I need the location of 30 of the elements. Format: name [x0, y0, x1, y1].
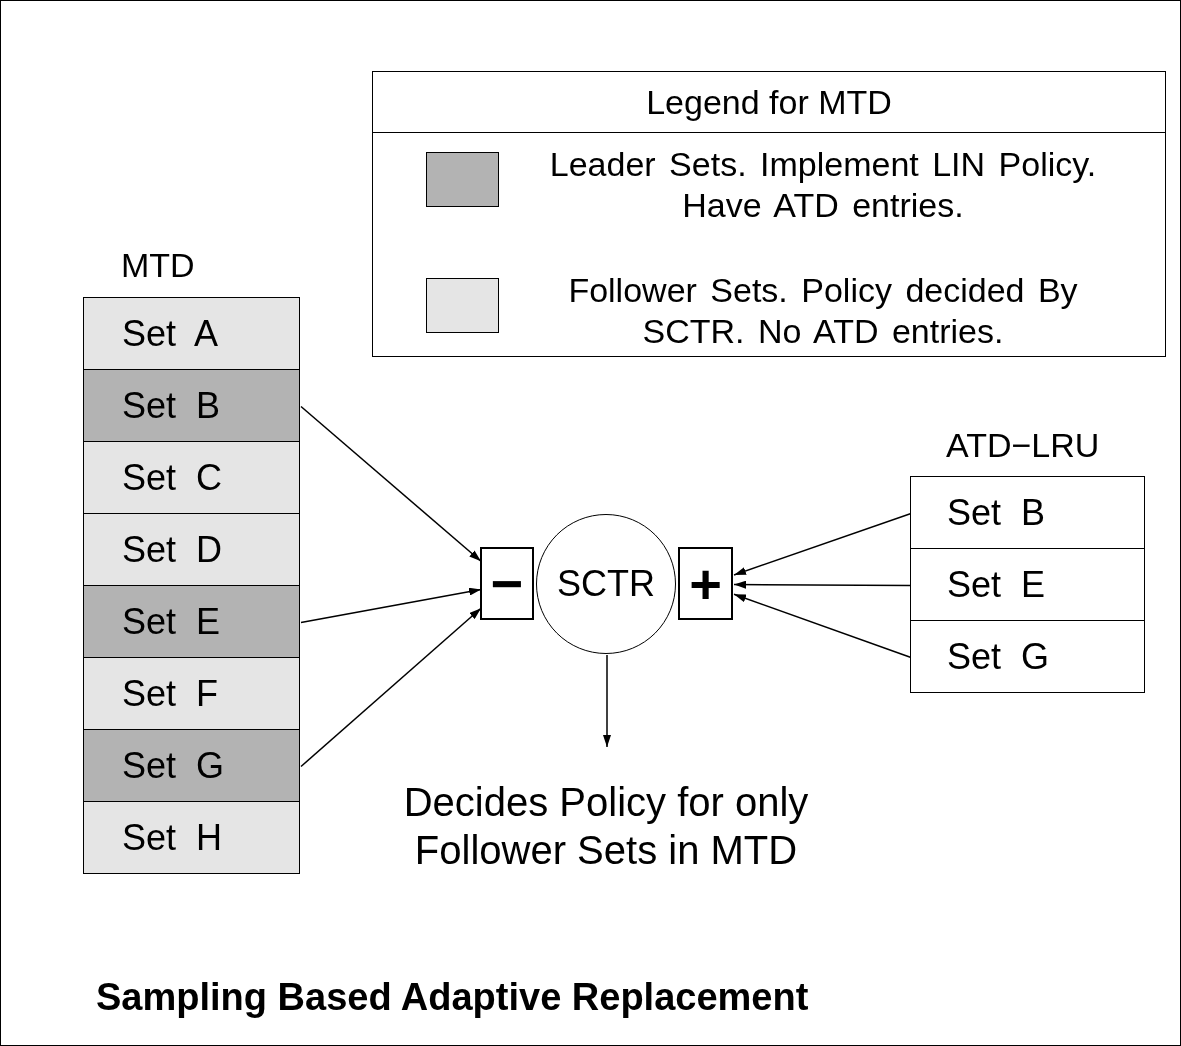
sign-box — [678, 547, 733, 620]
arrow — [733, 512, 912, 576]
arrow — [603, 654, 611, 748]
legend-text: Leader Sets. Implement LIN Policy. Have ATD entries. — [548, 144, 1098, 226]
set-row: Set H — [83, 801, 300, 874]
arrow — [300, 587, 482, 624]
set-row: Set B — [910, 476, 1145, 549]
set-row: Set E — [910, 548, 1145, 621]
set-row: Set C — [83, 441, 300, 514]
sign-symbol: − — [490, 555, 524, 612]
set-row: Set F — [83, 657, 300, 730]
counter-label: SCTR — [557, 563, 655, 605]
set-row: Set E — [83, 585, 300, 658]
set-row: Set A — [83, 297, 300, 370]
sign-box — [480, 547, 534, 620]
column-heading: MTD — [121, 246, 195, 285]
arrow — [300, 405, 482, 563]
legend-text: Follower Sets. Policy decided By SCTR. No ATD entries. — [567, 270, 1079, 352]
legend-title: Legend for MTD — [373, 72, 1165, 133]
set-row: Set G — [910, 620, 1145, 693]
set-row: Set B — [83, 369, 300, 442]
note-text: Decides Policy for only Follower Sets in MTD — [346, 746, 866, 886]
sign-symbol: + — [689, 555, 722, 612]
set-row: Set G — [83, 729, 300, 802]
caption: Sampling Based Adaptive Replacement — [96, 976, 809, 1019]
set-row: Set D — [83, 513, 300, 586]
arrow — [300, 607, 482, 768]
arrow — [733, 593, 912, 659]
column-heading: ATD−LRU — [946, 426, 1100, 465]
arrow — [733, 580, 912, 589]
